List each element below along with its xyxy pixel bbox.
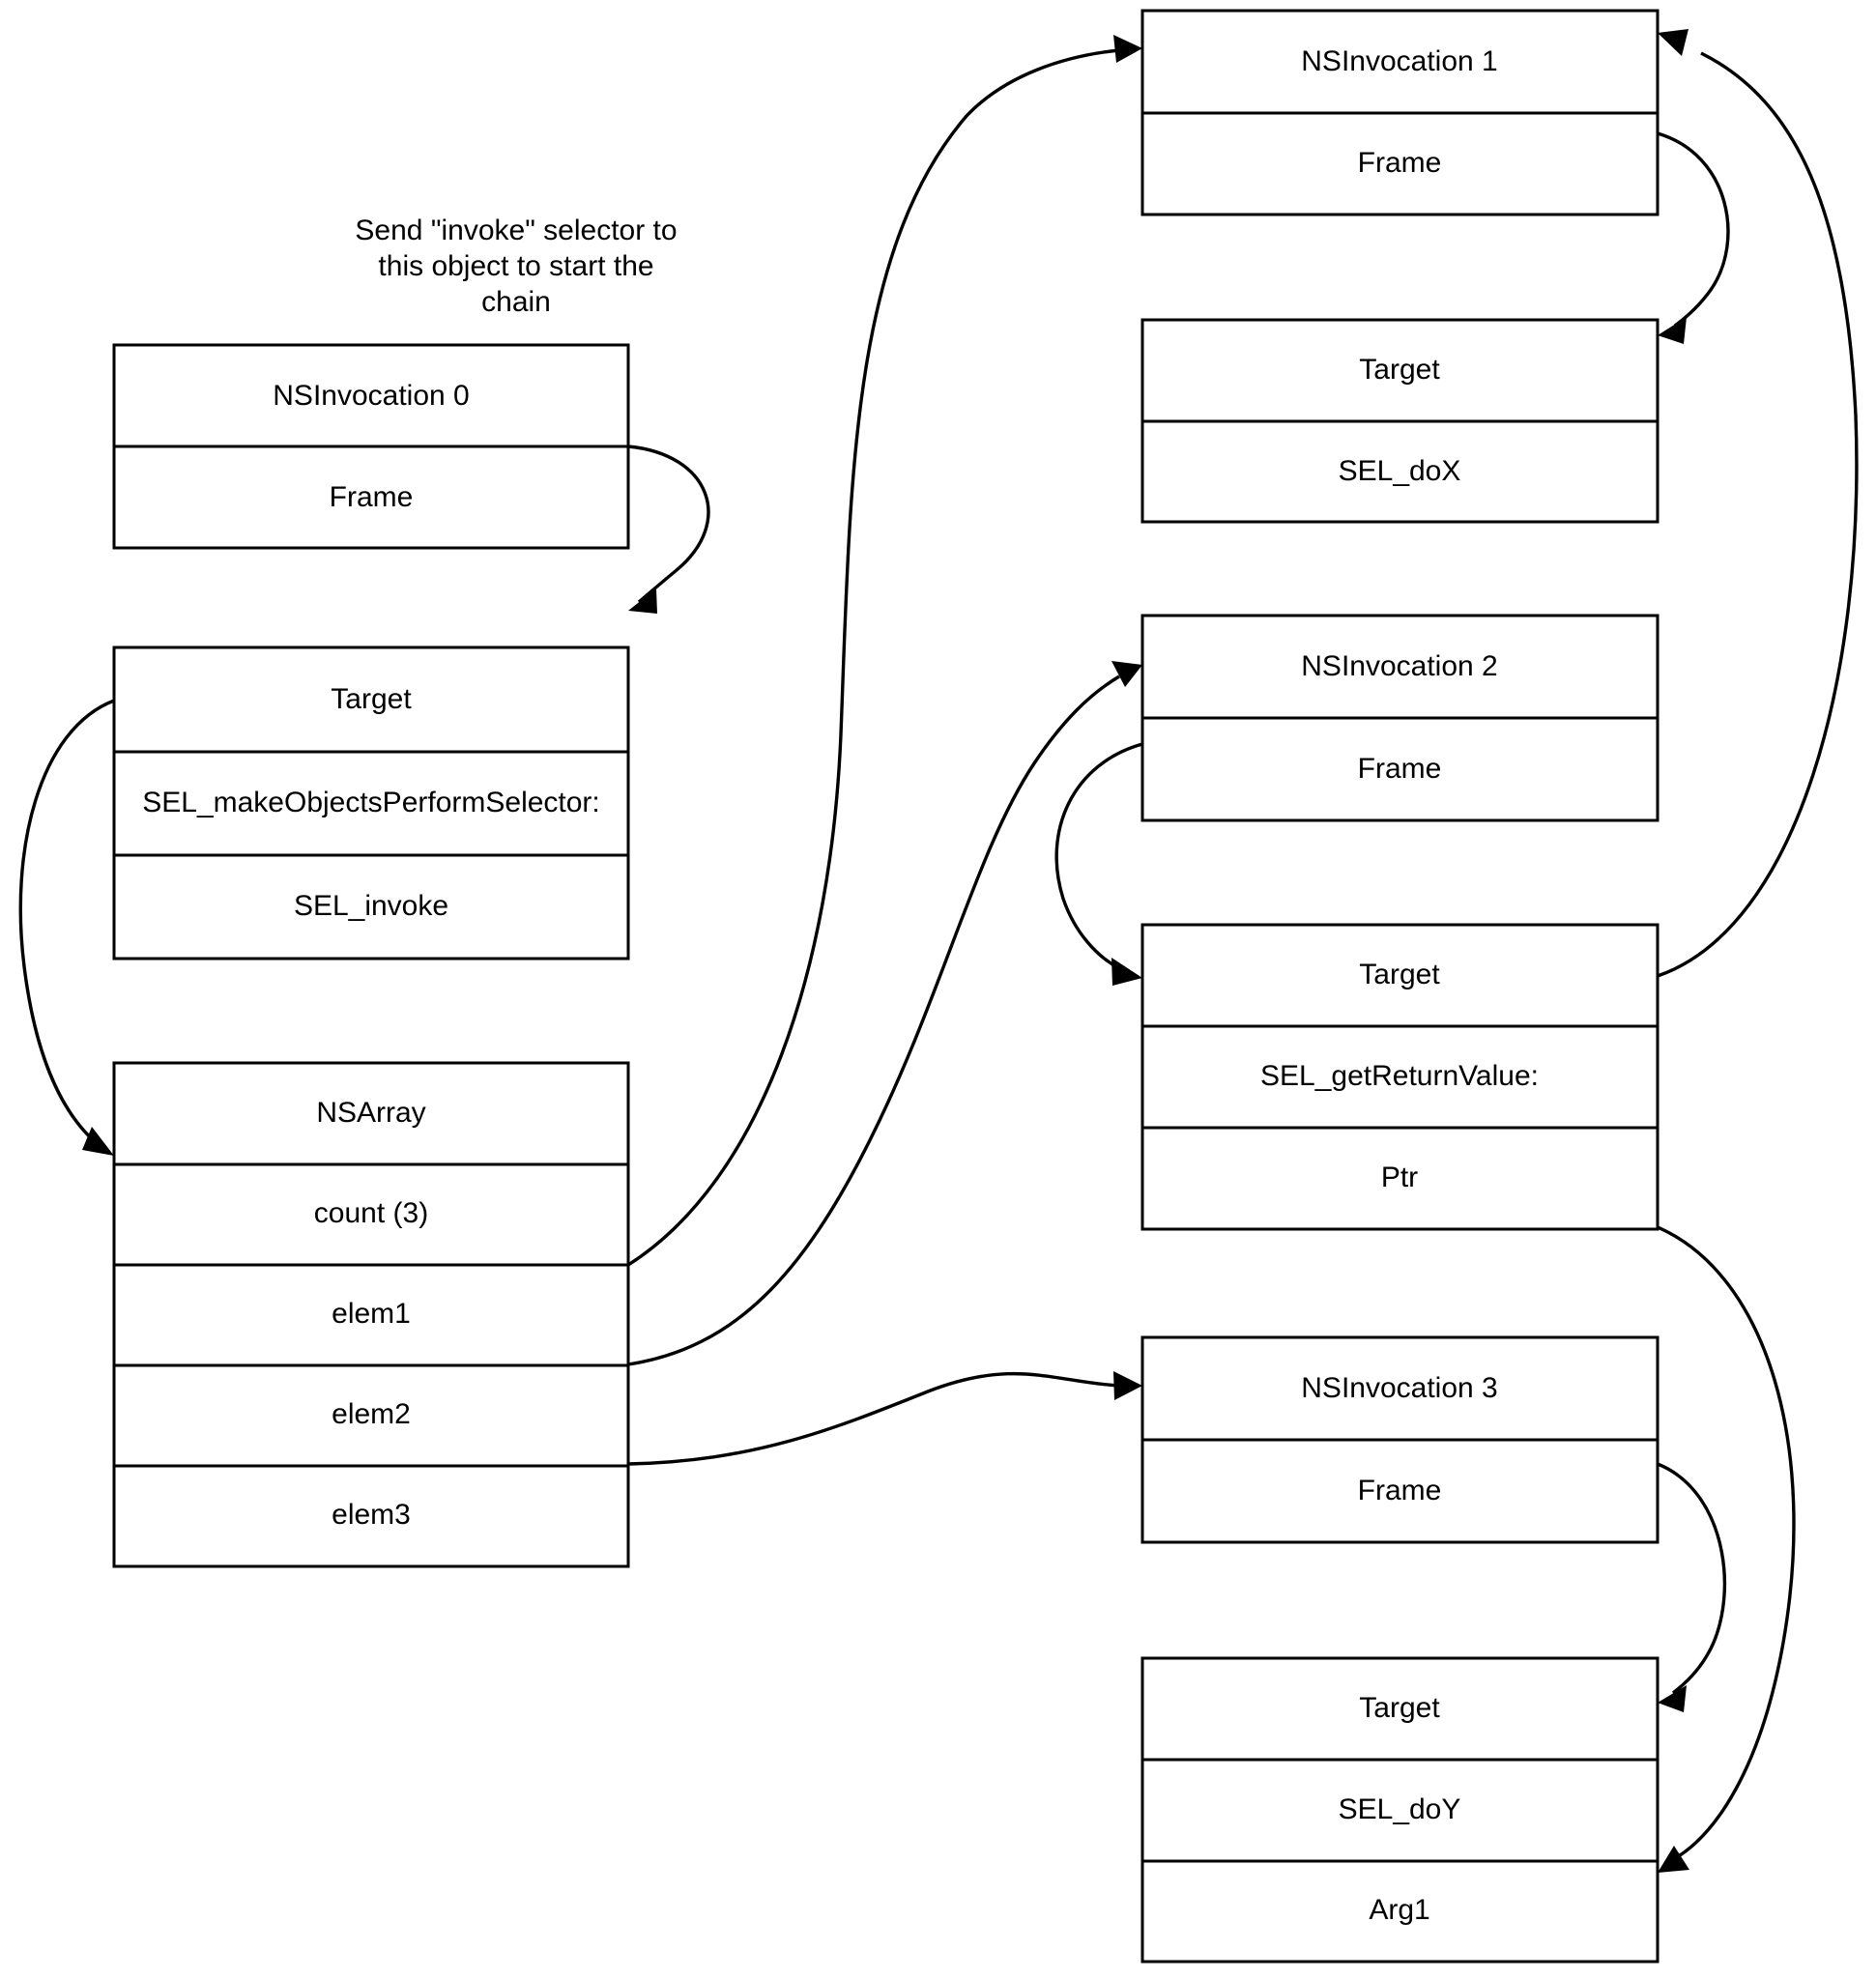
- note-line: Send "invoke" selector to: [355, 215, 677, 246]
- target-3-box[interactable]: Target SEL_doY Arg1: [1140, 1656, 1660, 1964]
- cell-label: SEL_makeObjectsPerformSelector:: [142, 787, 600, 818]
- cell-label: SEL_getReturnValue:: [1260, 1060, 1539, 1092]
- cell-label: Target: [1359, 1692, 1440, 1724]
- cell-label: count (3): [314, 1197, 428, 1229]
- cell-label: elem3: [332, 1499, 411, 1531]
- nsarray-box[interactable]: NSArray count (3) elem1 elem2 elem3: [112, 1061, 630, 1568]
- edge-elem2-to-invocation2: [627, 661, 1142, 1366]
- nsinvocation-1-box[interactable]: NSInvocation 1 Frame: [1140, 9, 1660, 216]
- cell-label: Arg1: [1369, 1894, 1429, 1926]
- cell-label: NSInvocation 2: [1301, 650, 1497, 682]
- cell-label: Target: [1359, 354, 1440, 386]
- cell-label: SEL_doY: [1339, 1793, 1461, 1825]
- cell-label: Frame: [1358, 147, 1442, 179]
- cell-label: NSInvocation 0: [273, 380, 469, 412]
- cell-label: Frame: [1358, 753, 1442, 785]
- cell-label: NSInvocation 1: [1301, 45, 1497, 77]
- start-chain-note: Send "invoke" selector to this object to…: [355, 215, 677, 318]
- target-0-box[interactable]: Target SEL_makeObjectsPerformSelector: S…: [112, 645, 630, 961]
- target-2-box[interactable]: Target SEL_getReturnValue: Ptr: [1140, 923, 1660, 1231]
- cell-label: SEL_doX: [1339, 455, 1461, 487]
- target-1-box[interactable]: Target SEL_doX: [1140, 318, 1660, 524]
- cell-label: NSArray: [316, 1097, 425, 1129]
- note-line: this object to start the: [378, 250, 653, 282]
- edge-invocation3-frame-to-target3: [1657, 1462, 1727, 1712]
- cell-label: NSInvocation 3: [1301, 1372, 1497, 1404]
- nsinvocation-0-box[interactable]: NSInvocation 0 Frame: [112, 343, 630, 550]
- cell-label: elem2: [332, 1398, 411, 1430]
- edge-target0-to-nsarray: [18, 699, 115, 1156]
- edge-target2-to-invocation1: [1657, 29, 1859, 978]
- cell-label: Target: [331, 683, 412, 715]
- edge-invocation1-frame-to-target1: [1657, 131, 1730, 344]
- nsinvocation-3-box[interactable]: NSInvocation 3 Frame: [1140, 1335, 1660, 1544]
- cell-label: Frame: [1358, 1475, 1442, 1506]
- cell-label: SEL_invoke: [294, 890, 448, 922]
- edge-target2-ptr-to-target3-arg1: [1657, 1225, 1796, 1873]
- cell-label: Frame: [330, 481, 414, 513]
- nsinvocation-2-box[interactable]: NSInvocation 2 Frame: [1140, 614, 1660, 822]
- cell-label: Target: [1359, 959, 1440, 990]
- edge-invocation0-frame-to-target0: [627, 445, 710, 614]
- edge-invocation2-frame-to-target2: [1054, 742, 1143, 986]
- edge-elem1-to-invocation1: [627, 35, 1142, 1267]
- cell-label: Ptr: [1381, 1162, 1418, 1193]
- cell-label: elem1: [332, 1298, 411, 1330]
- edge-elem3-to-invocation3: [627, 1371, 1142, 1466]
- note-line: chain: [481, 286, 551, 318]
